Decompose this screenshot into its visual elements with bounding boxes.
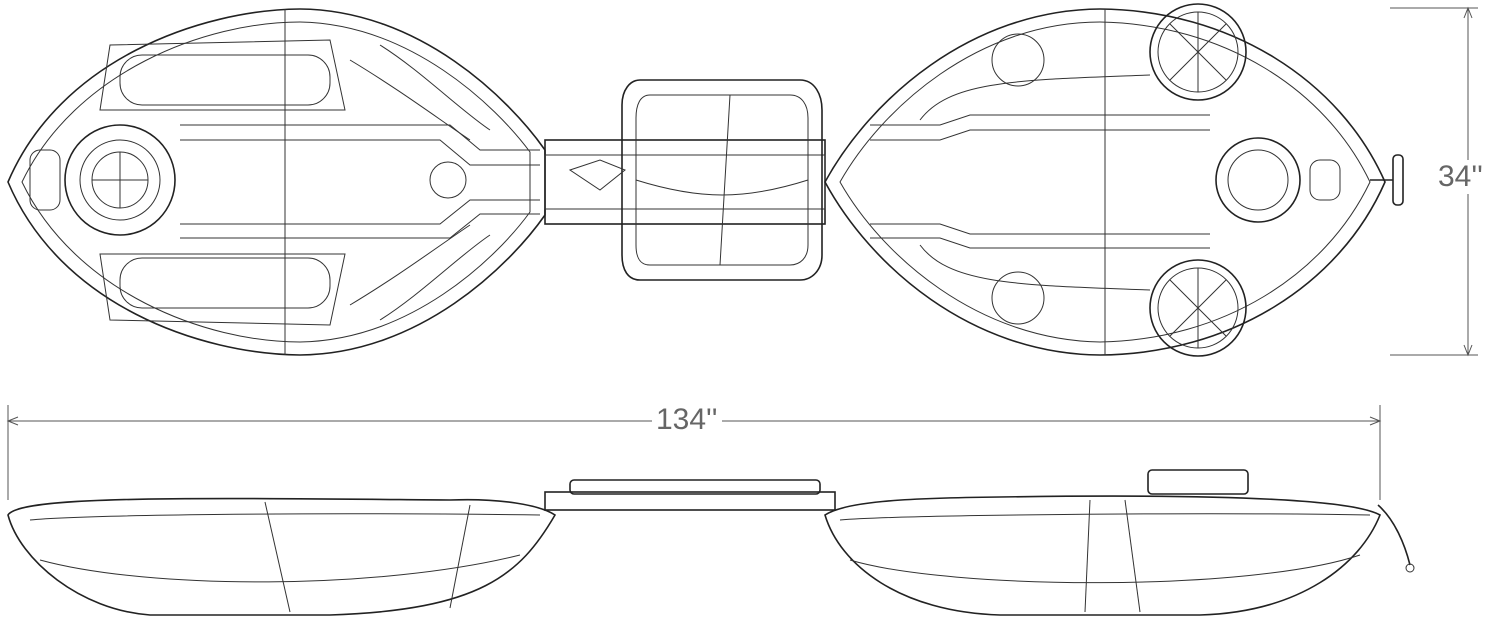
width-dimension-label: 34'' xyxy=(1434,160,1487,194)
side-view xyxy=(7,469,1415,616)
top-view-seat xyxy=(544,79,826,281)
top-view-left-hull xyxy=(7,8,546,356)
length-dimension-label: 134'' xyxy=(652,403,722,437)
top-view-right-hull xyxy=(824,3,1404,357)
